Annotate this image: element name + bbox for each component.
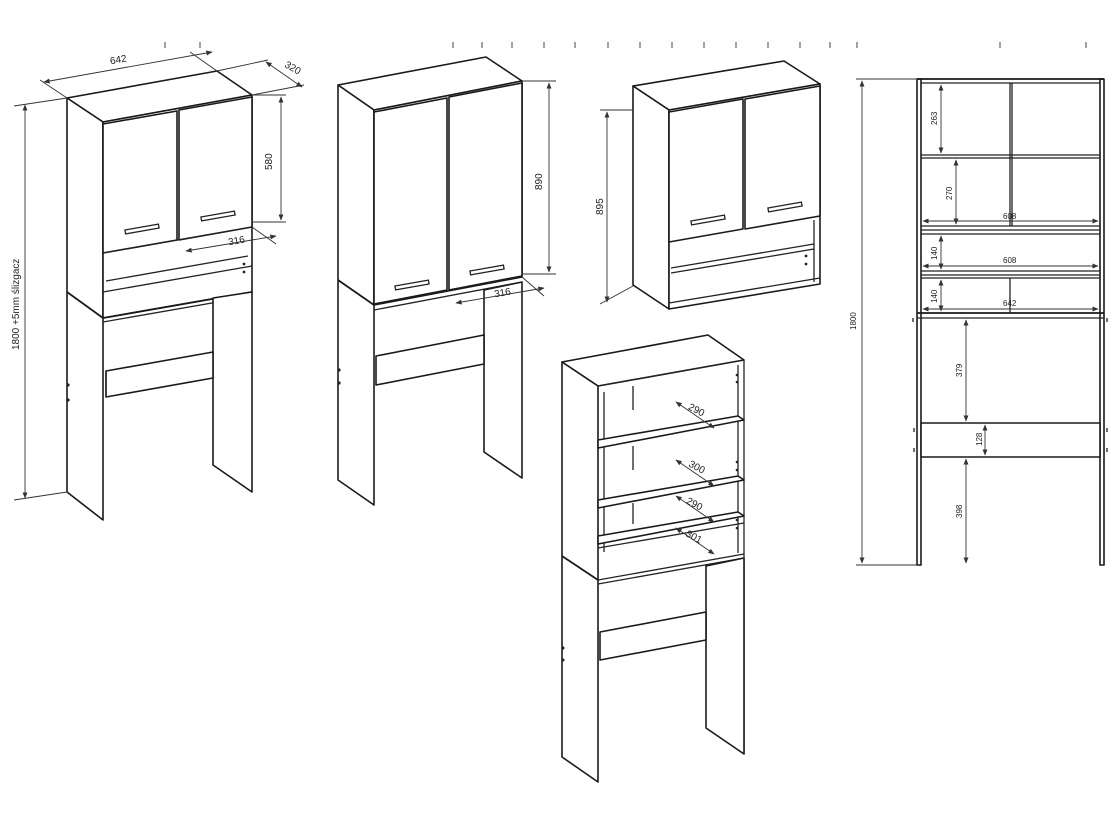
dim-a-height: 580 <box>264 153 275 170</box>
cabinet-b-door-left <box>373 97 448 305</box>
cabinet-b-handle-left <box>394 279 430 291</box>
cabinet-c-handle-left <box>690 214 726 226</box>
cabinet-d-shelf-2 <box>597 475 745 509</box>
elevation-left-upright <box>916 78 922 566</box>
front-elevation-dimensions: 1800 263 270 608 140 608 140 642 379 128… <box>849 78 1099 566</box>
cabinet-c-door-left <box>668 98 744 243</box>
dim-d-shelf-2: 300 <box>687 459 707 477</box>
cabinet-d-shelf-3 <box>597 511 745 545</box>
cabinet-a-dimensions: 642 320 580 316 1800 +5mm ślizgacz <box>11 50 305 501</box>
cabinet-b-handle-right <box>469 264 505 276</box>
dim-d-shelf-1: 290 <box>686 402 706 420</box>
cabinet-b-dimensions: 890 316 <box>455 80 556 305</box>
dim-b-height: 890 <box>534 173 545 190</box>
dim-a-total: 1800 +5mm ślizgacz <box>11 259 22 350</box>
cabinet-a-handle-left <box>124 223 160 235</box>
cabinet-c-left-side <box>632 85 670 310</box>
dim-a-shelf-depth: 316 <box>227 234 246 248</box>
cabinet-a-drawing <box>66 70 253 521</box>
cabinet-a-cross-rail <box>105 351 214 398</box>
cabinet-d-left-side <box>561 361 599 783</box>
cabinet-d-shelf-1 <box>597 415 745 449</box>
elevation-right-upright <box>1099 78 1105 566</box>
dim-b-shelf-depth: 316 <box>493 286 512 300</box>
dim-a-depth: 320 <box>282 60 302 78</box>
cabinet-d-drawing <box>561 334 745 783</box>
cabinet-b-right-leg <box>483 281 523 479</box>
dim-e-270: 270 <box>945 186 954 200</box>
dim-d-shelf-4: 301 <box>684 529 704 547</box>
cabinet-b-left-side <box>337 84 375 506</box>
dim-c-height: 895 <box>595 198 606 215</box>
cabinet-c-dimensions: 895 <box>595 109 634 305</box>
cabinet-d-cross-rail <box>599 611 707 661</box>
dim-e-608b: 608 <box>1003 256 1017 265</box>
front-elevation <box>912 78 1108 566</box>
cabinet-a-right-leg <box>212 291 253 493</box>
dim-e-140b: 140 <box>930 289 939 303</box>
cabinet-a-left-side <box>66 97 104 521</box>
dim-e-379: 379 <box>955 363 964 377</box>
elevation-cross-rail <box>920 422 1101 458</box>
dim-e-total: 1800 <box>849 312 858 330</box>
top-tick-marks <box>164 42 1087 48</box>
dim-d-shelf-3: 290 <box>684 496 704 514</box>
cabinet-b-drawing <box>337 56 523 506</box>
cabinet-b-cross-rail <box>375 334 485 386</box>
cabinet-c-handle-right <box>767 201 803 213</box>
dim-e-642: 642 <box>1003 299 1017 308</box>
dim-e-140a: 140 <box>930 246 939 260</box>
dim-e-398: 398 <box>955 504 964 518</box>
dim-a-width: 642 <box>109 53 128 67</box>
cabinet-d-right-leg <box>705 557 745 755</box>
dim-e-608a: 608 <box>1003 212 1017 221</box>
cabinet-c-door-right <box>744 85 821 230</box>
dim-e-128: 128 <box>975 432 984 446</box>
cabinet-b-door-right <box>448 82 523 291</box>
cabinet-d-top <box>561 334 745 387</box>
cabinet-a-handle-right <box>200 210 236 222</box>
dim-e-263: 263 <box>930 111 939 125</box>
cabinet-c-drawing <box>632 60 821 310</box>
